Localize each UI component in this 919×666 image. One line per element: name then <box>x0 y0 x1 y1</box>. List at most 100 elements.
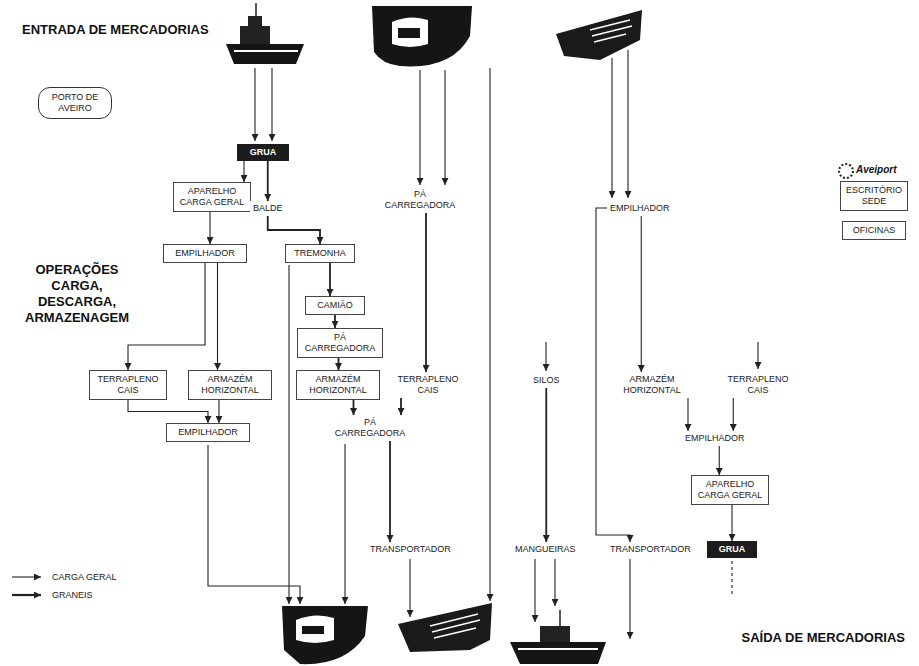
legend: CARGA GERAL GRANEIS <box>10 568 117 604</box>
node-text: PÁ CARREGADORA <box>380 189 460 211</box>
ship-illustration <box>398 603 492 652</box>
ship-hatch <box>430 614 480 638</box>
legend-line <box>12 594 41 596</box>
ship-detail <box>302 626 324 634</box>
ship-mast <box>255 3 257 16</box>
flow-arrow <box>757 342 758 369</box>
node-text: GRUA <box>712 544 752 555</box>
ship-hatch <box>590 20 632 42</box>
process-box: CAMIÃO <box>305 296 365 315</box>
flow-connector <box>733 398 734 431</box>
ship-illustration <box>226 3 304 64</box>
logo-symbol <box>839 164 853 178</box>
station-label: TERRAPLENO CAIS <box>389 372 467 398</box>
flow-connector <box>353 400 355 415</box>
node-text: EMPILHADOR <box>685 433 745 444</box>
node-text: PÁ CARREGADORA <box>330 417 410 439</box>
flow-arrow <box>288 265 289 604</box>
node-text: PÁ CARREGADORA <box>303 332 377 354</box>
flow-connector <box>338 358 340 370</box>
section-heading: ENTRADA DE MERCADORIAS <box>22 22 209 38</box>
flow-arrow <box>208 445 300 604</box>
flow-connector <box>687 398 688 431</box>
legend-row: GRANEIS <box>10 586 117 604</box>
station-label: EMPILHADOR <box>607 201 673 216</box>
flow-connector <box>128 400 208 423</box>
connector-group <box>128 161 733 542</box>
node-text: TERRAPLENO CAIS <box>722 374 794 396</box>
ship-cabin <box>540 626 570 642</box>
node-text: TRANSPORTADOR <box>610 544 691 555</box>
flow-arrow <box>271 68 272 141</box>
station-label: TRANSPORTADOR <box>367 542 454 557</box>
flow-connector <box>218 400 219 423</box>
ship-hull <box>282 606 368 664</box>
station-label: ARMAZÉM HORIZONTAL <box>610 372 694 398</box>
process-box: APARELHO CARGA GERAL <box>691 475 769 505</box>
ship-hull <box>372 6 472 66</box>
process-box: EMPILHADOR <box>163 244 247 263</box>
flow-arrow <box>444 70 445 185</box>
process-box: APARELHO CARGA GERAL <box>173 182 251 212</box>
ship-hull <box>226 44 304 64</box>
ship-stripe <box>234 50 298 52</box>
legend-row: CARGA GERAL <box>10 568 117 586</box>
node-text: EMPILHADOR <box>172 427 244 438</box>
ship-mast <box>559 610 561 626</box>
flow-arrow <box>629 559 630 639</box>
flow-connector <box>217 263 218 370</box>
ship-illustration <box>510 610 606 664</box>
ship-illustration <box>282 606 368 664</box>
flow-arrow <box>489 68 490 601</box>
flow-connector <box>425 213 427 372</box>
process-box: EMPILHADOR <box>166 423 250 442</box>
station-label: TERRAPLENO CAIS <box>719 372 797 398</box>
ship-flows <box>208 50 758 639</box>
flow-arrow <box>534 559 535 622</box>
ship-window <box>296 615 334 643</box>
process-box: ARMAZÉM HORIZONTAL <box>188 370 272 400</box>
crane-box: GRUA <box>707 541 757 558</box>
flow-connector <box>641 216 642 372</box>
process-box: ESCRITÓRIO SEDE <box>840 181 908 211</box>
node-text: OFICINAS <box>848 225 900 236</box>
node-text: ARMAZÉM HORIZONTAL <box>194 374 266 396</box>
flow-connector <box>128 263 205 370</box>
legend-text: CARGA GERAL <box>52 572 117 582</box>
flow-connector <box>731 505 732 541</box>
legend-text: GRANEIS <box>52 590 93 600</box>
company-logo-text: Aveiport <box>856 164 897 176</box>
flow-arrow <box>344 444 345 604</box>
flow-connector <box>209 212 210 244</box>
legend-swatch <box>10 590 44 600</box>
flow-arrow <box>545 342 546 371</box>
section-heading: SAÍDA DE MERCADORIAS <box>742 630 905 646</box>
flow-connector <box>400 398 402 415</box>
flow-arrow <box>627 50 628 198</box>
node-text: TERRAPLENO CAIS <box>392 374 464 396</box>
ship-illustration <box>372 6 472 66</box>
node-text: TREMONHA <box>291 248 349 259</box>
station-label: MANGUEIRAS <box>512 542 579 557</box>
station-label: PÁ CARREGADORA <box>377 187 463 213</box>
node-text: ESCRITÓRIO SEDE <box>846 185 902 207</box>
flow-connector <box>719 446 720 475</box>
ship-hull <box>510 642 606 664</box>
process-box: OFICINAS <box>842 221 906 240</box>
ship-detail <box>398 28 420 38</box>
ship-illustration <box>556 10 642 60</box>
flow-connector <box>329 263 331 296</box>
legend-swatch <box>10 572 44 582</box>
process-box: ARMAZÉM HORIZONTAL <box>296 370 380 400</box>
node-text: SILOS <box>533 375 560 386</box>
station-label: TRANSPORTADOR <box>607 542 694 557</box>
ship-stripe <box>518 648 598 650</box>
process-box: PÁ CARREGADORA <box>297 328 383 358</box>
node-text: TERRAPLENO CAIS <box>95 374 161 396</box>
station-label: EMPILHADOR <box>682 431 748 446</box>
station-label: BALDE <box>250 201 286 216</box>
flow-arrow <box>611 58 612 198</box>
